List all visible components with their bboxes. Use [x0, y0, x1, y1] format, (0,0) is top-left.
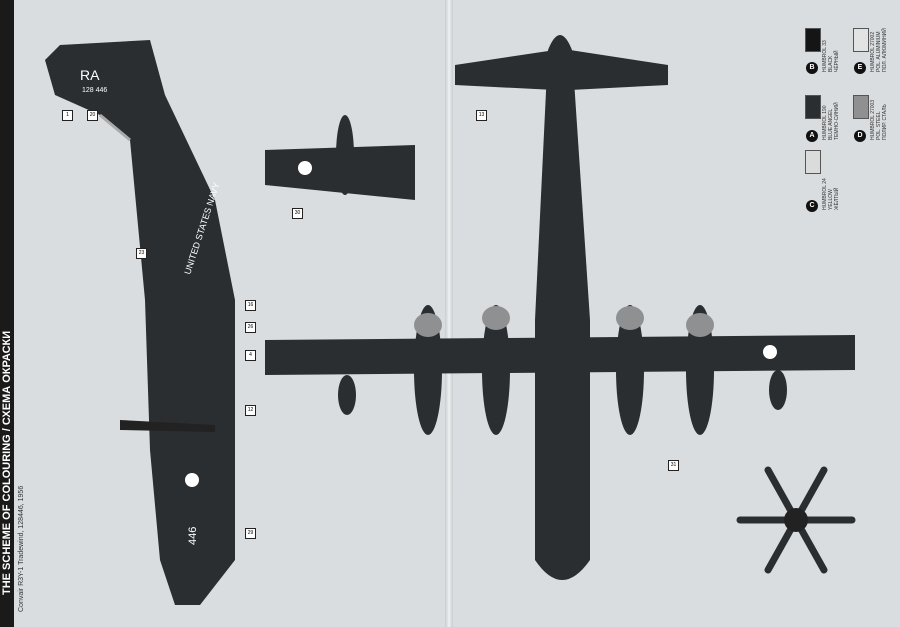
- decal-callout: 16: [245, 300, 256, 311]
- side-view-stripe: [99, 113, 131, 142]
- decal-callout: 4: [245, 350, 256, 361]
- swatch-d: [853, 95, 869, 119]
- swatch-b: [805, 28, 821, 52]
- side-view: [45, 40, 235, 605]
- page-fold: [445, 0, 453, 627]
- decal-callout: 26: [245, 322, 256, 333]
- decal-callout: 20: [87, 110, 98, 121]
- swatch-c: [805, 150, 821, 174]
- side-star-insignia: [185, 473, 199, 487]
- tail-code: RA: [80, 67, 100, 83]
- code-a: A: [806, 130, 818, 142]
- wing-star-insignia: [298, 161, 312, 175]
- code-c: C: [806, 200, 818, 212]
- decal-callout: 13: [476, 110, 487, 121]
- decal-callout: 12: [245, 405, 256, 416]
- decal-callout: 1: [62, 110, 73, 121]
- spinners: [414, 306, 714, 337]
- tail-serial: 128 446: [82, 87, 107, 94]
- title-strip: [0, 0, 14, 627]
- decal-callout: 31: [668, 460, 679, 471]
- nose-number: 446: [187, 527, 199, 545]
- decal-callout: 23: [136, 248, 147, 259]
- decal-callout: 30: [292, 208, 303, 219]
- top-star-insignia: [763, 345, 777, 359]
- wing-detail-view: [265, 115, 415, 200]
- code-e: E: [854, 62, 866, 74]
- code-b: B: [806, 62, 818, 74]
- swatch-e: [853, 28, 869, 52]
- code-d: D: [854, 130, 866, 142]
- top-view: [265, 35, 855, 580]
- decal-callout: 29: [245, 528, 256, 539]
- swatch-a: [805, 95, 821, 119]
